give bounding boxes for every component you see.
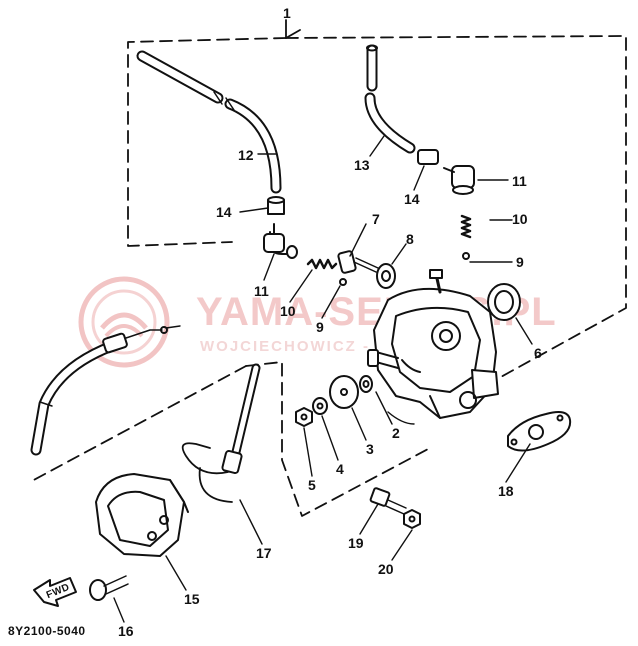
washer-8 <box>376 263 396 289</box>
callout-1: 1 <box>283 5 291 21</box>
callout-15: 15 <box>184 591 200 607</box>
nut-5 <box>295 407 313 427</box>
callout-8: 8 <box>406 231 414 247</box>
callout-4: 4 <box>336 461 344 477</box>
diagram-code: 8Y2100-5040 <box>8 624 86 638</box>
callout-14-left: 14 <box>216 204 232 220</box>
cable-17 <box>181 363 261 503</box>
callout-9-left: 9 <box>316 319 324 335</box>
callout-12: 12 <box>238 147 254 163</box>
nut-20 <box>403 509 421 529</box>
callout-16: 16 <box>118 623 134 639</box>
callout-2: 2 <box>392 425 400 441</box>
hose-12 <box>136 50 282 194</box>
fwd-arrow-icon <box>33 577 77 607</box>
ball-9-left <box>339 278 347 286</box>
oil-pump-body <box>367 269 499 419</box>
callout-20: 20 <box>378 561 394 577</box>
washer-2 <box>359 375 373 393</box>
callout-7: 7 <box>372 211 380 227</box>
leader-lines <box>113 135 533 623</box>
throttle-cable <box>30 325 181 456</box>
callout-11-right: 11 <box>512 173 527 189</box>
plate-washer-3 <box>329 375 359 409</box>
bolt-19 <box>369 487 407 515</box>
ball-9-right <box>462 252 470 260</box>
callout-10-left: 10 <box>280 303 296 319</box>
assembly-boundary <box>29 19 627 517</box>
callout-3: 3 <box>366 441 374 457</box>
hose-13 <box>364 44 416 154</box>
callout-11-left: 11 <box>254 283 269 299</box>
callout-13: 13 <box>354 157 370 173</box>
callout-17: 17 <box>256 545 272 561</box>
callout-5: 5 <box>308 477 316 493</box>
bolt-7 <box>337 250 379 274</box>
callout-9-right: 9 <box>516 254 524 270</box>
pump-cover-15 <box>95 473 189 557</box>
clamp-14-left <box>267 196 285 215</box>
callout-10-right: 10 <box>512 211 528 227</box>
oil-seal-6 <box>487 283 521 321</box>
gasket-18 <box>507 411 572 452</box>
spring-10-left <box>306 258 338 270</box>
elbow-fitting-11-left <box>263 223 298 259</box>
washer-4 <box>312 397 328 415</box>
clamp-14-right <box>417 149 439 165</box>
callout-18: 18 <box>498 483 514 499</box>
callout-14-right: 14 <box>404 191 420 207</box>
elbow-fitting-11-right <box>443 165 475 195</box>
spring-10-right <box>460 214 472 239</box>
screw-16 <box>89 575 129 601</box>
callout-19: 19 <box>348 535 364 551</box>
callout-6: 6 <box>534 345 542 361</box>
